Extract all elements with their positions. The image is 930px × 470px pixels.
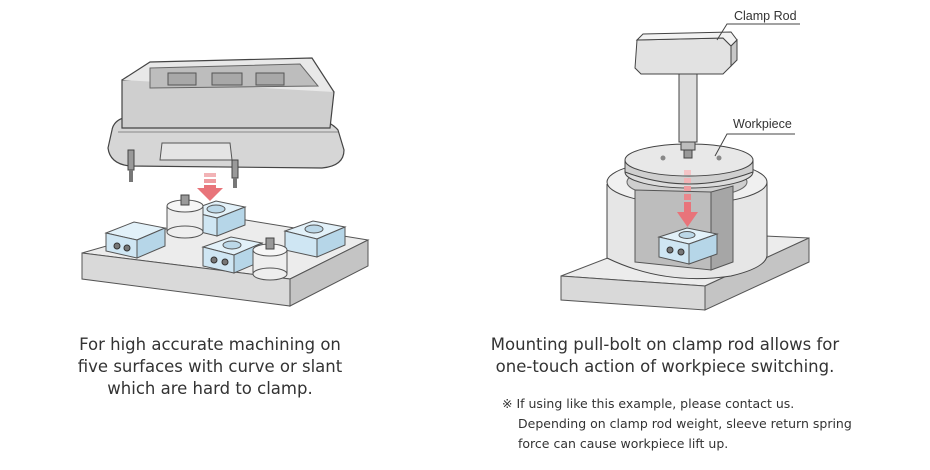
left-caption-line: which are hard to clamp. (107, 379, 313, 398)
right-panel: Clamp Rod Workpiece Mounting pull-bolt o… (465, 0, 930, 470)
clamp-rod (634, 31, 738, 159)
left-illustration (81, 57, 370, 307)
down-arrow-icon (677, 170, 698, 227)
clamp-block (657, 227, 719, 265)
callout-workpiece: Workpiece (733, 117, 792, 131)
round-pin-rear (166, 194, 204, 239)
usage-note: ※ If using like this example, please con… (502, 394, 862, 454)
clamp-block-right (283, 220, 347, 258)
left-caption: For high accurate machining on five surf… (40, 334, 380, 400)
left-caption-line: For high accurate machining on (79, 335, 341, 354)
right-caption-line: one-touch action of workpiece switching. (495, 357, 835, 376)
callout-clamp-rod: Clamp Rod (734, 9, 797, 23)
left-panel: For high accurate machining on five surf… (40, 57, 380, 400)
fixture-workpiece (107, 57, 345, 188)
left-caption-line: five surfaces with curve or slant (77, 357, 343, 376)
right-caption: Mounting pull-bolt on clamp rod allows f… (485, 334, 845, 378)
callout-lines (714, 23, 800, 157)
down-arrow-icon (197, 173, 223, 201)
right-illustration (560, 23, 810, 311)
round-pin-front (252, 237, 288, 281)
note-line: ※ If using like this example, please con… (502, 396, 795, 411)
note-line: Depending on clamp rod weight, sleeve re… (518, 416, 852, 431)
note-line: force can cause workpiece lift up. (518, 436, 729, 451)
clamp-block-front-left (104, 221, 167, 259)
right-caption-line: Mounting pull-bolt on clamp rod allows f… (490, 335, 840, 354)
